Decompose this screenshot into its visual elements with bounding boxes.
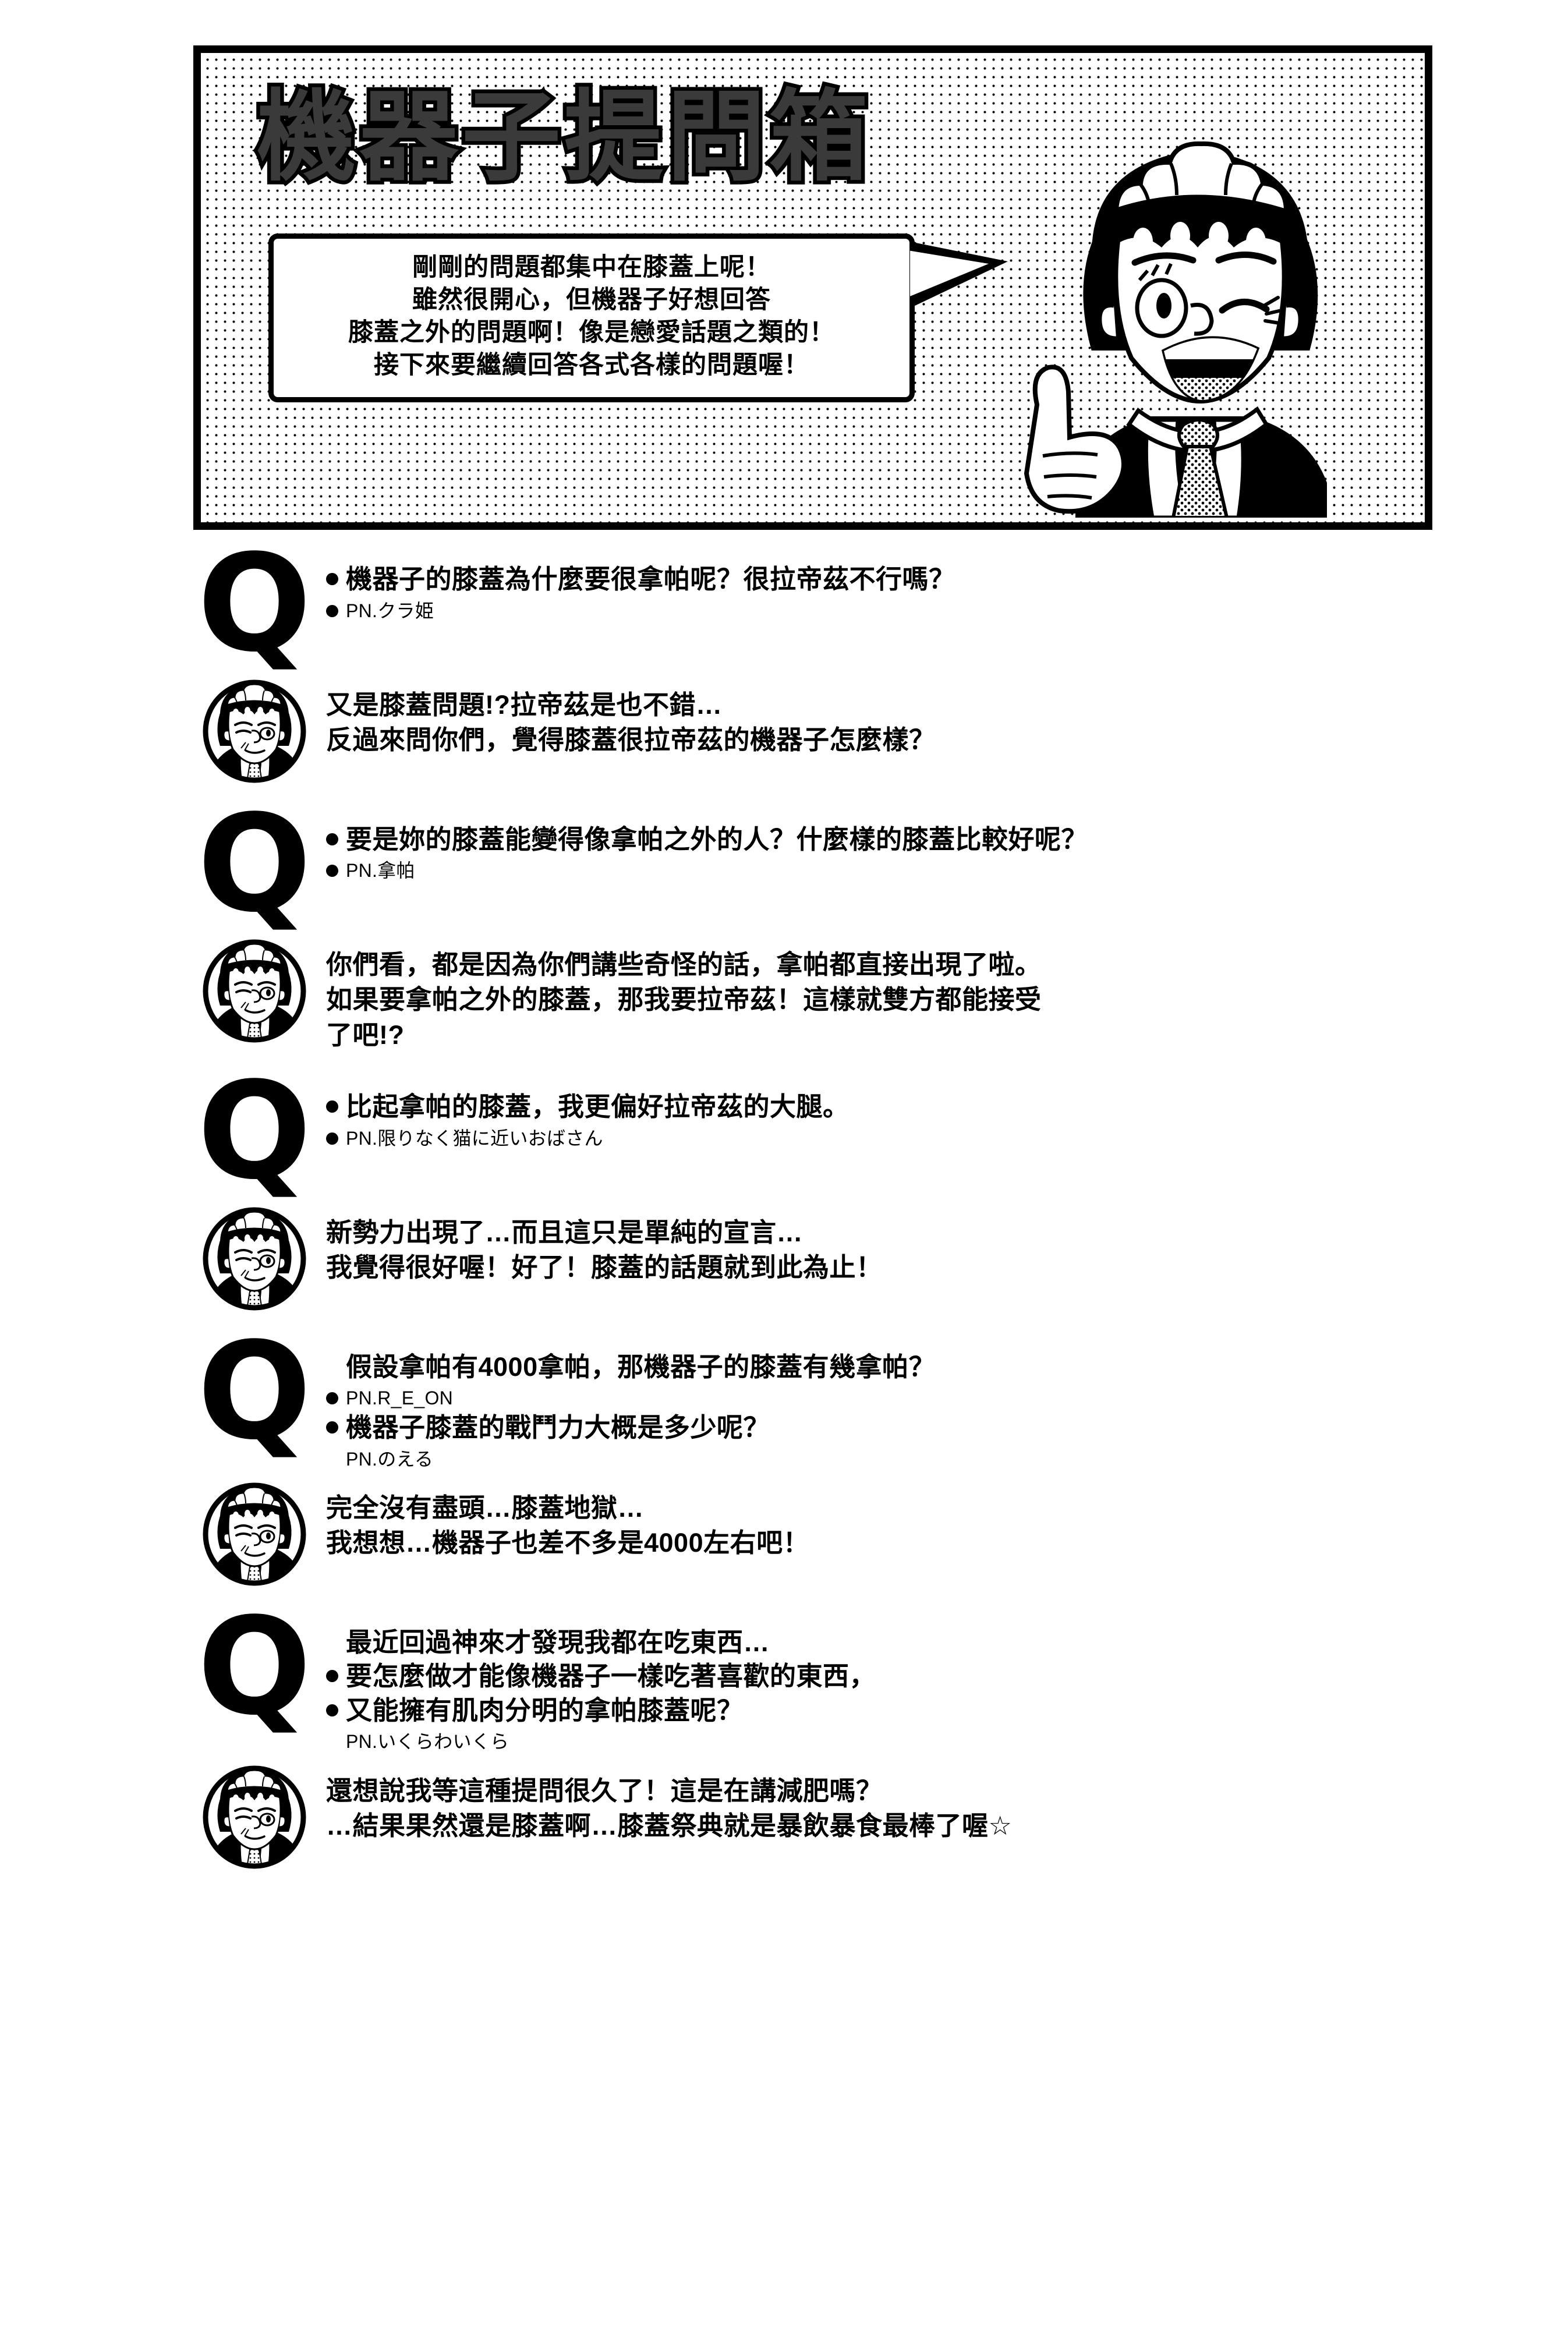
answer-line: 還想說我等這種提問很久了！這是在講減肥嗎？ <box>326 1775 883 1806</box>
answer-line: 完全沒有盡頭…膝蓋地獄… <box>326 1492 645 1523</box>
answer-line: 反過來問你們，覺得膝蓋很拉帝茲的機器子怎麼樣？ <box>326 724 936 755</box>
answer-avatar <box>193 1763 316 1871</box>
answer-block: 完全沒有盡頭…膝蓋地獄… 我想想…機器子也差不多是4000左右吧！ <box>193 1480 1474 1588</box>
question-marker: Q <box>193 797 316 931</box>
avatar <box>200 677 309 785</box>
question-line: 又能擁有肌肉分明的拿帕膝蓋呢？ <box>326 1694 1474 1728</box>
answer-line: 如果要拿帕之外的膝蓋，那我要拉帝茲！這樣就雙方都能接受 <box>326 985 1042 1015</box>
avatar <box>200 1205 309 1313</box>
answer-text: 你們看，都是因為你們講些奇怪的話，拿帕都直接出現了啦。如果要拿帕之外的膝蓋，那我… <box>316 937 1474 1053</box>
avatar <box>200 1480 309 1588</box>
q-letter-icon: Q <box>197 1054 312 1210</box>
answer-avatar <box>193 677 316 785</box>
q-letter-icon: Q <box>197 526 312 682</box>
pen-name: PN.のえる <box>346 1448 434 1470</box>
answer-text: 還想說我等這種提問很久了！這是在講減肥嗎？ …結果果然還是膝蓋啊…膝蓋祭典就是暴飲… <box>316 1763 1474 1844</box>
speech-bubble-line: 雖然很開心，但機器子好想回答 <box>412 285 771 314</box>
question-line: 比起拿帕的膝蓋，我更偏好拉帝茲的大腿。 <box>326 1090 1474 1124</box>
question-line: 要是妳的膝蓋能變得像拿帕之外的人？什麼樣的膝蓋比較好呢？ <box>326 823 1474 857</box>
pen-name: PN.クラ姫 <box>326 598 1474 624</box>
page-title: 機器子提問箱 <box>253 80 872 195</box>
question-line: 機器子膝蓋的戰鬥力大概是多少呢？ <box>326 1411 1474 1445</box>
question-marker: Q <box>193 1325 316 1459</box>
answer-avatar <box>193 1480 316 1588</box>
q-letter-icon: Q <box>197 786 312 942</box>
answer-text: 完全沒有盡頭…膝蓋地獄… 我想想…機器子也差不多是4000左右吧！ <box>316 1480 1474 1561</box>
question-marker: Q <box>193 537 316 671</box>
pen-name: PN.R_E_ON <box>326 1385 1474 1411</box>
answer-text: 又是膝蓋問題!?拉帝茲是也不錯… 反過來問你們，覺得膝蓋很拉帝茲的機器子怎麼樣？ <box>316 677 1474 758</box>
question-marker: Q <box>193 1065 316 1199</box>
answer-block: 還想說我等這種提問很久了！這是在講減肥嗎？ …結果果然還是膝蓋啊…膝蓋祭典就是暴飲… <box>193 1763 1474 1871</box>
q-letter-icon: Q <box>197 1589 312 1745</box>
answer-line: 我覺得很好喔！好了！膝蓋的話題就到此為止！ <box>326 1252 883 1282</box>
pen-name: PN.いくらわいくら <box>346 1731 509 1753</box>
question-text: 最近回過神來才發現我都在吃東西…要怎麼做才能像機器子一樣吃著喜歡的東西，又能擁有… <box>316 1622 1474 1755</box>
answer-avatar <box>193 1205 316 1313</box>
question-line: 要怎麼做才能像機器子一樣吃著喜歡的東西， <box>326 1659 1474 1694</box>
speech-bubble-line: 接下來要繼續回答各式各樣的問題喔！ <box>374 351 809 379</box>
speech-bubble-line: 膝蓋之外的問題啊！像是戀愛話題之類的！ <box>348 318 835 346</box>
avatar <box>200 1763 309 1871</box>
pen-name: PN.拿帕 <box>326 858 1474 883</box>
question-line: 最近回過神來才發現我都在吃東西… <box>346 1627 770 1657</box>
question-line: 假設拿帕有4000拿帕，那機器子的膝蓋有幾拿帕？ <box>346 1351 936 1382</box>
answer-line: 我想想…機器子也差不多是4000左右吧！ <box>326 1528 810 1558</box>
question-line: 機器子的膝蓋為什麼要很拿帕呢？很拉帝茲不行嗎？ <box>326 562 1474 597</box>
answer-text: 新勢力出現了…而且這只是單純的宣言… 我覺得很好喔！好了！膝蓋的話題就到此為止！ <box>316 1205 1474 1286</box>
answer-line: 了吧!? <box>326 1020 405 1050</box>
answer-avatar <box>193 937 316 1045</box>
speech-bubble-line: 剛剛的問題都集中在膝蓋上呢！ <box>412 253 771 281</box>
question-text: 比起拿帕的膝蓋，我更偏好拉帝茲的大腿。PN.限りなく猫に近いおばさん <box>316 1086 1474 1151</box>
answer-line: 又是膝蓋問題!?拉帝茲是也不錯… <box>326 689 723 720</box>
question-marker: Q <box>193 1601 316 1735</box>
speech-bubble: 剛剛的問題都集中在膝蓋上呢！ 雖然很開心，但機器子好想回答 膝蓋之外的問題啊！像… <box>268 233 915 402</box>
question-text: 要是妳的膝蓋能變得像拿帕之外的人？什麼樣的膝蓋比較好呢？PN.拿帕 <box>316 819 1474 884</box>
answer-line: 新勢力出現了…而且這只是單純的宣言… <box>326 1217 804 1247</box>
header-panel: 機器子提問箱 剛剛的問題都集中在膝蓋上呢！ 雖然很開心，但機器子好想回答 膝蓋之… <box>193 45 1432 530</box>
answer-block: 又是膝蓋問題!?拉帝茲是也不錯… 反過來問你們，覺得膝蓋很拉帝茲的機器子怎麼樣？ <box>193 677 1474 785</box>
avatar <box>200 937 309 1045</box>
speech-bubble-tail-icon <box>910 242 1008 308</box>
pen-name: PN.限りなく猫に近いおばさん <box>326 1125 1474 1151</box>
answer-line: 你們看，都是因為你們講些奇怪的話，拿帕都直接出現了啦。 <box>326 950 1042 980</box>
question-text: 機器子的膝蓋為什麼要很拿帕呢？很拉帝茲不行嗎？PN.クラ姫 <box>316 559 1474 624</box>
q-letter-icon: Q <box>197 1314 312 1470</box>
answer-block: 你們看，都是因為你們講些奇怪的話，拿帕都直接出現了啦。如果要拿帕之外的膝蓋，那我… <box>193 937 1474 1053</box>
character-illustration <box>1024 141 1327 518</box>
answer-block: 新勢力出現了…而且這只是單純的宣言… 我覺得很好喔！好了！膝蓋的話題就到此為止！ <box>193 1205 1474 1313</box>
answer-line: …結果果然還是膝蓋啊…膝蓋祭典就是暴飲暴食最棒了喔☆ <box>326 1810 1013 1840</box>
